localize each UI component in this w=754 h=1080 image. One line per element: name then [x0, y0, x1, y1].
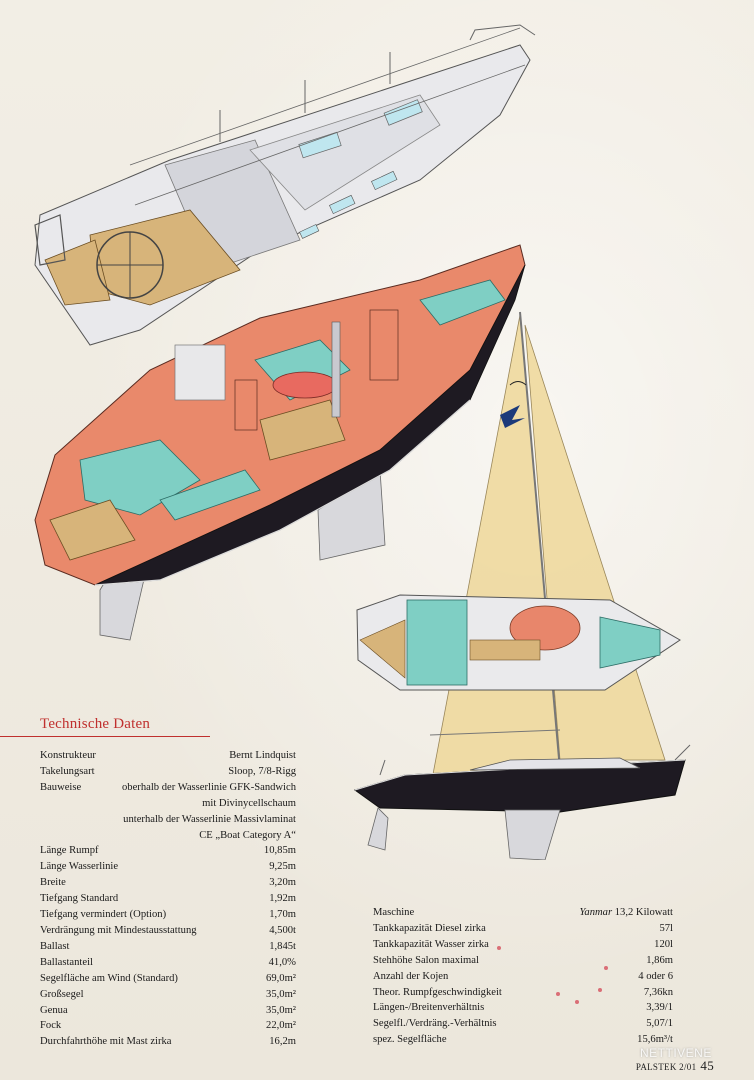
spec-value: 1,92m — [269, 893, 296, 905]
ink-speck — [575, 1000, 579, 1004]
section-title: Technische Daten — [40, 716, 151, 732]
spec-row: Verdrängung mit Mindestausstattung 4,500t — [40, 923, 296, 939]
spec-value: 9,25m — [269, 861, 296, 873]
spec-value: 1,845t — [269, 940, 296, 952]
spec-continuation: CE „Boat Category A“ — [199, 829, 296, 841]
spec-continuation: unterhalb der Wasserlinie Massivlaminat — [123, 813, 296, 825]
spec-value-brand: Yanmar — [579, 907, 613, 918]
spec-row: Ballast 1,845t — [40, 939, 296, 955]
spec-label: Breite — [40, 877, 66, 889]
spec-value: 41,0% — [268, 956, 296, 968]
spec-row: Länge Wasserlinie 9,25m — [40, 859, 296, 875]
ink-speck — [598, 988, 602, 992]
spec-value: Sloop, 7/8-Rigg — [228, 765, 296, 777]
spec-value: 10,85m — [263, 845, 296, 857]
spec-label: Tiefgang Standard — [40, 893, 119, 905]
spec-value: Bernt Lindquist — [229, 750, 296, 761]
spec-label: Takelungsart — [40, 765, 95, 777]
spec-value: 4 oder 6 — [638, 970, 673, 982]
spec-label: Theor. Rumpfgeschwindigkeit — [373, 986, 502, 998]
spec-row: Tankkapazität Diesel zirka 57l — [373, 921, 673, 937]
ink-speck — [556, 992, 560, 996]
spec-label: Tiefgang vermindert (Option) — [40, 909, 167, 921]
spec-row: Ballastanteil 41,0% — [40, 955, 296, 971]
spec-label: Fock — [40, 1020, 62, 1032]
spec-value: 4,500t — [269, 924, 296, 936]
spec-row: Längen-/Breitenverhältnis 3,39/1 — [373, 1000, 673, 1016]
watermark: NETTIVENE — [640, 1046, 712, 1060]
spec-label: Bauweise — [40, 781, 82, 793]
spec-label: Anzahl der Kojen — [373, 970, 449, 982]
spec-row: Tiefgang vermindert (Option) 1,70m — [40, 907, 296, 923]
spec-row: Länge Rumpf 10,85m — [40, 843, 296, 859]
spec-row: Maschine Yanmar 13,2 Kilowatt — [373, 905, 673, 921]
spec-label: Ballast — [40, 940, 70, 952]
spec-label: Konstrukteur — [40, 750, 96, 761]
spec-label: Segelfl./Verdräng.-Verhältnis — [373, 1018, 497, 1030]
spec-value: 15,6m³/t — [637, 1034, 673, 1046]
spec-value: 1,86m — [646, 954, 673, 966]
spec-row: Durchfahrthöhe mit Mast zirka 16,2m — [40, 1034, 296, 1050]
spec-label: spez. Segelfläche — [373, 1034, 447, 1046]
spec-row: Fock 22,0m² — [40, 1018, 296, 1034]
spec-label: Stehhöhe Salon maximal — [373, 954, 479, 966]
spec-label: Länge Wasserlinie — [40, 861, 119, 873]
spec-value: 69,0m² — [266, 972, 296, 984]
spec-continuation: mit Divinycellschaum — [202, 797, 296, 809]
spec-row: Tankkapazität Wasser zirka 120l — [373, 937, 673, 953]
spec-row: Segelfl./Verdräng.-Verhältnis 5,07/1 — [373, 1016, 673, 1032]
spec-row: Bauweise oberhalb der Wasserlinie GFK-San… — [40, 780, 296, 796]
interior-cutaway-drawing — [34, 244, 526, 641]
spec-value: 3,39/1 — [646, 1002, 673, 1014]
spec-label: Segelfläche am Wind (Standard) — [40, 972, 178, 984]
spec-value: 35,0m² — [266, 1004, 296, 1016]
page-number: 45 — [700, 1058, 714, 1073]
spec-label: Verdrängung mit Mindestausstattung — [40, 924, 197, 936]
spec-value: 22,0m² — [266, 1020, 296, 1032]
yacht-illustration — [34, 24, 691, 860]
spec-label: Tankkapazität Diesel zirka — [373, 922, 486, 934]
spec-row: Tiefgang Standard 1,92m — [40, 891, 296, 907]
spec-value: oberhalb der Wasserlinie GFK-Sandwich — [122, 781, 296, 793]
spec-row: Konstrukteur Bernt Lindquist — [40, 748, 296, 764]
section-rule — [0, 736, 210, 737]
spec-row: Genua 35,0m² — [40, 1003, 296, 1019]
spec-row: Theor. Rumpfgeschwindigkeit 7,36kn — [373, 985, 673, 1001]
spec-value: 7,36kn — [643, 986, 673, 998]
spec-row: Anzahl der Kojen 4 oder 6 — [373, 969, 673, 985]
spec-table-right: Maschine Yanmar 13,2 Kilowatt Tankkapazit… — [373, 905, 673, 1048]
spec-label: Maschine — [373, 907, 415, 918]
magazine-issue: PALSTEK 2/01 — [635, 1062, 697, 1072]
spec-value: 3,20m — [269, 877, 296, 889]
spec-row: Stehhöhe Salon maximal 1,86m — [373, 953, 673, 969]
spec-table-left: Konstrukteur Bernt Lindquist Takelungsart… — [40, 748, 296, 1050]
spec-row: Segelfläche am Wind (Standard) 69,0m² — [40, 971, 296, 987]
spec-value: 35,0m² — [266, 988, 296, 1000]
spec-label: Großsegel — [40, 988, 84, 1000]
spec-value: 16,2m — [269, 1036, 296, 1048]
spec-value: 5,07/1 — [646, 1018, 673, 1030]
spec-label: Ballastanteil — [40, 956, 93, 968]
spec-row: Breite 3,20m — [40, 875, 296, 891]
spec-row: Takelungsart Sloop, 7/8-Rigg — [40, 764, 296, 780]
ink-speck — [604, 966, 608, 970]
spec-label: Genua — [40, 1004, 68, 1016]
sail-plan-drawing — [353, 311, 691, 860]
spec-row: Großsegel 35,0m² — [40, 987, 296, 1003]
spec-label: Längen-/Breitenverhältnis — [373, 1002, 485, 1014]
spec-value-text: 13,2 Kilowatt — [612, 907, 673, 918]
spec-label: Tankkapazität Wasser zirka — [373, 938, 489, 950]
ink-speck — [497, 946, 501, 950]
deck-view-drawing — [34, 24, 536, 346]
spec-value: 57l — [659, 922, 673, 934]
spec-value: 1,70m — [269, 909, 296, 921]
spec-value: 120l — [654, 938, 673, 950]
spec-label: Durchfahrthöhe mit Mast zirka — [40, 1036, 172, 1048]
spec-row: spez. Segelfläche 15,6m³/t — [373, 1032, 673, 1048]
spec-value: Yanmar 13,2 Kilowatt — [579, 905, 673, 921]
spec-label: Länge Rumpf — [40, 845, 99, 857]
